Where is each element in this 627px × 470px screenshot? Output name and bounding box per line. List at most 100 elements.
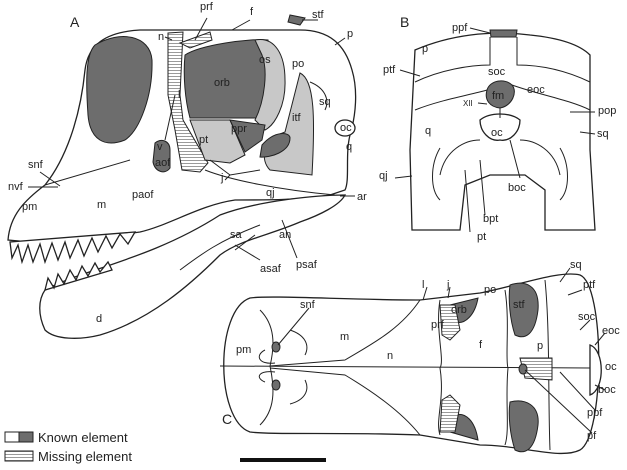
label-a-j: j xyxy=(220,172,223,184)
postparietal-foramen xyxy=(489,29,518,38)
label-c-oc: oc xyxy=(605,361,617,373)
label-a-f: f xyxy=(250,6,254,18)
label-c-snf: snf xyxy=(300,299,316,311)
label-a-po: po xyxy=(292,58,304,70)
label-a-orb: orb xyxy=(214,77,230,89)
leader-lines-a xyxy=(28,17,355,261)
panel-a-lateral-skull: A n prf f stf p orb os po sq itf oc q l … xyxy=(7,1,367,339)
label-a-stf: stf xyxy=(312,9,325,21)
label-c-ppf: ppf xyxy=(587,407,603,419)
label-c-sq: sq xyxy=(570,259,582,271)
mandible xyxy=(39,194,347,339)
label-c-soc: soc xyxy=(578,311,596,323)
label-a-aof: aof xyxy=(155,157,171,169)
label-c-l: l xyxy=(422,279,424,291)
label-b-fm: fm xyxy=(492,90,504,102)
legend: Known element Missing element xyxy=(4,430,132,464)
pineal-foramen xyxy=(518,363,528,375)
sutures-b xyxy=(414,37,591,176)
label-b-bpt: bpt xyxy=(483,213,498,225)
label-c-pm: pm xyxy=(236,344,251,356)
label-c-ptf: ptf xyxy=(583,279,596,291)
panel-c-dorsal-skull: C l j po stf sq ptf snf orb prf m pm n f… xyxy=(219,259,620,455)
label-b-eoc: eoc xyxy=(527,84,545,96)
supratemporal-fenestra-c-bottom xyxy=(508,400,539,453)
label-a-asaf: asaf xyxy=(260,263,282,275)
label-a-psaf: psaf xyxy=(296,259,318,271)
label-a-pt: pt xyxy=(199,134,208,146)
label-b-pt: pt xyxy=(477,231,486,243)
label-c-stf: stf xyxy=(513,299,526,311)
label-b-ppf: ppf xyxy=(452,22,468,34)
label-c-prf: prf xyxy=(431,319,445,331)
label-a-l: l xyxy=(178,89,180,101)
leader-lines-c xyxy=(277,267,606,434)
label-a-d: d xyxy=(96,313,102,325)
supratemporal-fenestra-a xyxy=(287,14,306,26)
label-a-p: p xyxy=(347,28,353,40)
label-c-pf: pf xyxy=(587,430,597,442)
label-a-ar: ar xyxy=(357,191,367,203)
label-a-sa: sa xyxy=(230,229,243,241)
snf-c-bottom xyxy=(271,379,281,391)
label-a-os: os xyxy=(259,54,271,66)
label-b-qj: qj xyxy=(379,170,388,182)
occipital-c xyxy=(589,344,602,396)
prefrontal-c-bottom xyxy=(439,394,461,433)
label-b-oc: oc xyxy=(491,127,503,139)
label-c-m: m xyxy=(340,331,349,343)
panel-b-occipital-skull: B ppf p ptf soc fm XII eoc pop sq q oc q… xyxy=(379,14,616,243)
label-c-n: n xyxy=(387,350,393,362)
upper-tooth-row xyxy=(9,231,137,265)
label-b-pop: pop xyxy=(598,105,616,117)
label-a-pm: pm xyxy=(22,201,37,213)
prefrontal-missing xyxy=(178,31,213,49)
label-a-q: q xyxy=(346,141,352,153)
external-naris xyxy=(86,36,153,144)
scale-bar xyxy=(240,458,326,462)
label-a-oc: oc xyxy=(340,122,352,134)
pterygoid-a xyxy=(189,119,246,164)
infratemporal-fenestra-part xyxy=(259,133,291,158)
squamosal-curve xyxy=(309,81,328,111)
label-a-itf: itf xyxy=(292,112,302,124)
label-c-f: f xyxy=(479,339,483,351)
label-a-qj: qj xyxy=(266,187,275,199)
legend-known-swatch-dark xyxy=(18,431,34,443)
occipital-condyle-a xyxy=(334,119,356,137)
foramen-magnum xyxy=(485,80,515,109)
label-a-v: v xyxy=(157,141,163,153)
label-b-sq: sq xyxy=(597,128,609,140)
prootic-process xyxy=(229,119,266,153)
panel-c-label: C xyxy=(222,411,232,427)
panel-a-label: A xyxy=(70,14,80,30)
label-a-sq: sq xyxy=(319,96,331,108)
label-a-prf: prf xyxy=(200,1,214,13)
label-c-eoc: eoc xyxy=(602,325,620,337)
leader-lines-b xyxy=(394,27,596,233)
lower-tooth-row xyxy=(44,260,113,291)
label-c-j: j xyxy=(446,279,449,291)
legend-missing-swatch xyxy=(4,450,34,462)
sutures-c xyxy=(259,279,551,451)
prefrontal-c-top xyxy=(439,304,461,341)
supratemporal-fenestra-c-top xyxy=(508,282,539,338)
label-a-snf: snf xyxy=(28,159,44,171)
label-a-ppr: ppr xyxy=(231,123,247,135)
label-c-boc: boc xyxy=(598,384,616,396)
label-b-soc: soc xyxy=(488,66,506,78)
label-a-an: an xyxy=(279,229,291,241)
nasal-curves-c xyxy=(258,329,308,405)
label-b-ptf: ptf xyxy=(383,64,396,76)
label-b-xii: XII xyxy=(463,99,473,108)
label-a-m: m xyxy=(97,199,106,211)
label-a-n: n xyxy=(158,31,164,43)
label-b-p: p xyxy=(422,43,428,55)
label-b-boc: boc xyxy=(508,182,526,194)
legend-known-label: Known element xyxy=(38,430,128,445)
antorbital-fenestra xyxy=(152,139,171,173)
legend-missing-label: Missing element xyxy=(38,449,132,464)
orbitosphenoid xyxy=(254,38,286,131)
